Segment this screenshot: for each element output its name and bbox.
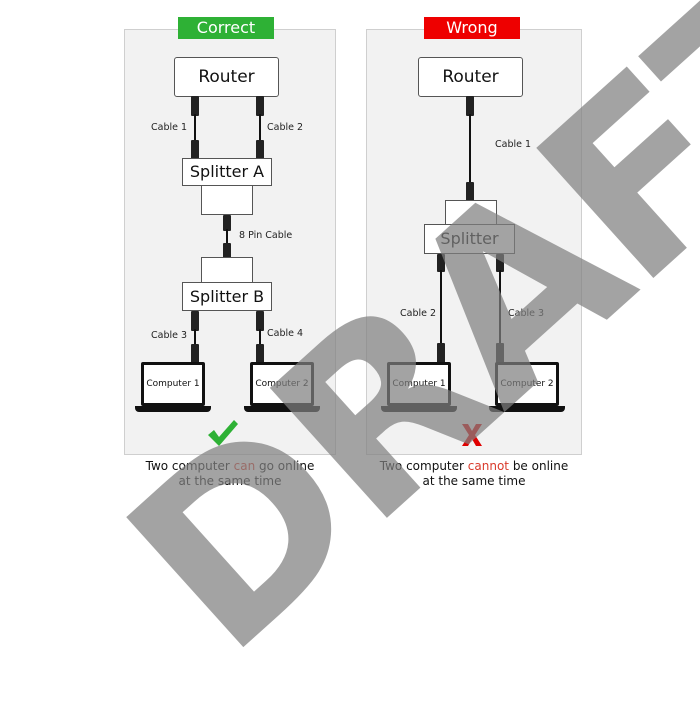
cable-2-line	[440, 270, 442, 346]
cable-3-label: Cable 3	[508, 308, 545, 319]
pin-cable-line	[226, 229, 228, 245]
caption-highlight: cannot	[467, 459, 509, 473]
plug	[256, 140, 264, 160]
splitter: Splitter	[424, 224, 515, 254]
plug	[223, 243, 231, 259]
splitter-a-stem	[201, 185, 253, 215]
cable-4-label: Cable 4	[267, 328, 304, 339]
plug	[437, 254, 445, 272]
cable-3-line	[194, 329, 196, 347]
correct-router: Router	[174, 57, 279, 97]
correct-caption: Two computer can go online at the same t…	[145, 459, 315, 488]
plug	[466, 96, 474, 116]
plug	[466, 182, 474, 202]
cable-1-line	[469, 114, 471, 184]
wrong-badge: Wrong	[424, 17, 520, 39]
splitter-b: Splitter B	[182, 282, 272, 311]
computer-2-label: Computer 2	[250, 362, 314, 406]
plug	[256, 344, 264, 364]
pin-cable-label: 8 Pin Cable	[239, 230, 293, 241]
plug	[437, 343, 445, 363]
computer-1-label: Computer 1	[387, 362, 451, 406]
plug	[496, 343, 504, 363]
cable-1-label: Cable 1	[151, 122, 188, 133]
laptop-icon: Computer 2	[489, 362, 565, 414]
wrong-router: Router	[418, 57, 523, 97]
plug	[256, 96, 264, 116]
plug	[496, 254, 504, 272]
cable-3-label: Cable 3	[151, 330, 188, 341]
wrong-caption: Two computer cannot be online at the sam…	[379, 459, 569, 488]
cable-2-label: Cable 2	[400, 308, 437, 319]
cable-1-line	[194, 114, 196, 144]
cable-1-label: Cable 1	[495, 139, 532, 150]
cable-4-line	[259, 329, 261, 347]
laptop-icon: Computer 2	[244, 362, 320, 414]
correct-badge: Correct	[178, 17, 274, 39]
cable-3-line	[499, 270, 501, 346]
computer-2-label: Computer 2	[495, 362, 559, 406]
cable-2-line	[259, 114, 261, 144]
cross-icon	[462, 424, 482, 446]
laptop-icon: Computer 1	[135, 362, 211, 414]
computer-1-label: Computer 1	[141, 362, 205, 406]
cable-2-label: Cable 2	[267, 122, 304, 133]
plug	[191, 140, 199, 160]
plug	[191, 344, 199, 364]
plug	[223, 215, 231, 231]
checkmark-icon	[208, 420, 238, 446]
plug	[256, 311, 264, 331]
laptop-icon: Computer 1	[381, 362, 457, 414]
plug	[191, 311, 199, 331]
caption-highlight: can	[233, 459, 256, 473]
plug	[191, 96, 199, 116]
splitter-a: Splitter A	[182, 158, 272, 186]
